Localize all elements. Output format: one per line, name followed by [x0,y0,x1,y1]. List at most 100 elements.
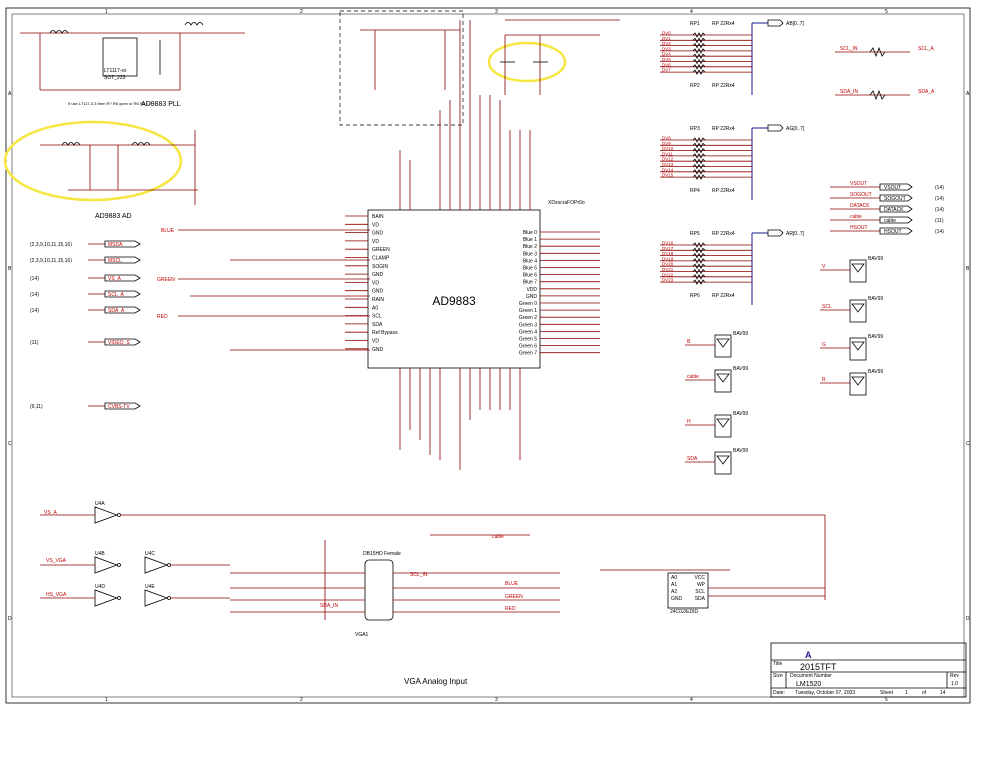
input-label: SDA_A [108,308,125,314]
ic-pin-left: SOGIN [372,264,389,270]
diode-part: BAV99 [868,334,883,340]
tb-title-label: Title [773,661,782,667]
right-output-net: SOGOUT [850,192,872,198]
ic-pin-left: Ref Bypass [372,330,398,336]
vga-section: DB15HD Female VGA1 VGA Analog Input BLUE… [230,514,826,686]
scl-in-label: SCL_IN [840,46,858,52]
buffer-in-label: VS_A [44,510,57,516]
tb-size-label: Size [773,673,783,679]
diode-net: V [822,264,826,270]
rgb-input-nets: BLUE GREEN RED [157,228,370,351]
title-block: Title 2015TFT A Size Document Number LM1… [770,642,967,698]
protection-diodes: VBAV99SCLBAV99GBAV99RBAV99BBAV99cableBAV… [685,256,883,475]
bus-output: AB[0..7] [786,21,804,27]
diode-net: R [822,377,826,383]
dv-label: DV10 [662,146,674,151]
sheet-border [5,7,971,704]
input-ref: (9,11) [30,404,43,410]
ic-pin-right: Blue 2 [523,244,537,250]
diode-net: B [687,339,691,345]
pll-block: LT1117-xx SOT_223 AD9883 PLL If use LT11… [20,22,245,108]
dv-label: DV15 [662,173,674,178]
diode-net: G [822,342,826,348]
dv-label: DV21 [662,267,674,272]
rpack-ref: RP5 [690,231,700,237]
regulator-package: SOT_223 [104,75,126,81]
vga-red: RED [505,606,516,612]
border-number: 4 [690,697,693,703]
ic-pin-right: Green 6 [519,344,537,350]
rpack-value: RP 22Rx4 [712,83,735,89]
sda-in-label: SDA_IN [840,89,858,95]
right-output-label: cable [884,218,896,224]
pll-filter-box [339,10,464,126]
diode-part: BAV99 [868,369,883,375]
ic-pin-left: VD [372,239,379,245]
right-output-ref: (14) [935,207,944,213]
rpack-ref: RP1 [690,21,700,27]
vga-ref: VGA1 [355,632,369,638]
right-output-label: SOGOUT [884,196,906,202]
ic-pin-right: Blue 6 [523,273,537,279]
ic-pin-left: SDA [372,322,383,328]
i2c-right: SCL_IN SCL_A SDA_IN SDA_A [835,46,935,101]
ic-name: AD9883 [432,294,476,308]
border-number: 1 [105,697,108,703]
left-input-labels: (2,3,9,10,11,15,16)MSDA(2,3,9,10,11,15,1… [30,240,141,410]
dv-label: DV19 [662,256,674,261]
regulator-body [102,37,138,77]
ic-pins-top [399,20,531,210]
right-output-net: cable [850,214,862,220]
border-letter: A [8,91,12,97]
input-label: VIDEO_S [108,340,130,346]
rpack-value: RP 22Rx4 [712,188,735,194]
ic-pins-bottom [399,368,521,470]
eeprom-pin: A2 [671,589,677,595]
border-number: 2 [300,9,303,15]
border-number: 3 [495,697,498,703]
diode-net: H [687,419,691,425]
buffer-ref: U4D [95,584,105,590]
input-ref: (14) [30,276,39,282]
border-letter: B [8,266,12,272]
ad-filter-block: AD9883 AD [40,130,198,220]
ic-pin-left: GND [372,272,384,278]
dv-label: DV5 [662,57,671,62]
right-output-ref: (11) [935,218,944,224]
input-ref: (11) [30,340,39,346]
ic-pin-right: Blue 5 [523,266,537,272]
ic-pin-right: Blue 3 [523,251,537,257]
ic-pin-right: Blue 7 [523,280,537,286]
rpack-ref: RP3 [690,126,700,132]
tb-title: 2015TFT [800,662,837,672]
right-output-net: HSOUT [850,225,868,231]
ic-pin-left: VD [372,339,379,345]
input-label: MSCL [108,258,122,264]
dv-label: DV12 [662,157,674,162]
tb-date-label: Date: [773,690,785,696]
ic-pin-right: Green 0 [519,301,537,307]
border-letter: D [966,616,970,622]
input-ref: (14) [30,292,39,298]
tb-sheet-label: Sheet [880,690,894,696]
right-output-net: VSOUT [850,181,867,187]
vga-connector-name: DB15HD Female [363,551,401,557]
ic-pin-right: Green 4 [519,329,537,335]
tb-docnum-label: Document Number [790,673,832,679]
border-letter: C [8,441,12,447]
border-number: 5 [885,697,888,703]
dv-label: DV2 [662,41,671,46]
bus-output: AG[0..7] [786,126,805,132]
tb-docnum: LM1520 [796,681,821,688]
eeprom-pin: A1 [671,582,677,588]
dv-label: DV22 [662,272,674,277]
diode-net: SDA [687,456,698,462]
vga-title: VGA Analog Input [404,677,468,686]
ad9883-ic [367,209,541,369]
diode-part: BAV99 [733,411,748,417]
rpack-ref: RP2 [690,83,700,89]
dv-label: DV14 [662,167,674,172]
